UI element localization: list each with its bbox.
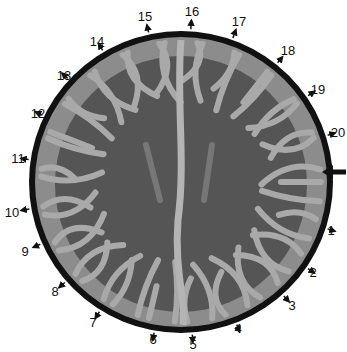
gyrus <box>104 256 140 299</box>
gyrus <box>248 103 296 128</box>
callout-number: 14 <box>90 35 104 48</box>
gyrus <box>262 138 313 150</box>
callout-number: 10 <box>5 206 19 219</box>
gyrus <box>215 272 225 315</box>
gyrus <box>149 286 157 318</box>
callout-arrows <box>21 20 336 343</box>
callout-number: 12 <box>31 107 45 120</box>
gyrus <box>75 245 123 274</box>
callout-number: 2 <box>309 266 316 279</box>
callout-number: 9 <box>21 245 28 258</box>
callout-number: 7 <box>89 316 96 329</box>
callout-number: 16 <box>185 5 199 18</box>
callout-number: 3 <box>288 299 295 312</box>
gyrus <box>42 167 75 178</box>
callout-number: 1 <box>327 224 334 237</box>
gyrus <box>50 132 92 148</box>
callout-arrow <box>21 209 30 211</box>
callout-arrow <box>278 57 283 63</box>
callout-number: 6 <box>149 333 156 346</box>
callout-number: 4 <box>234 322 241 335</box>
callout-arrow <box>147 25 149 33</box>
skull-outline <box>29 31 333 333</box>
callout-arrow <box>59 282 65 287</box>
gyrus <box>195 44 202 101</box>
gyrus <box>55 228 102 243</box>
callout-number: 20 <box>331 126 345 139</box>
gyrus <box>138 260 158 315</box>
callout-number: 19 <box>311 83 325 96</box>
gyrus <box>261 167 320 185</box>
gyrus <box>216 55 239 111</box>
callout-number: 5 <box>189 338 196 351</box>
callout-number: 15 <box>138 10 152 23</box>
callout-number: 11 <box>11 152 25 165</box>
callout-arrow <box>284 296 289 302</box>
gyrus <box>279 212 316 219</box>
gyrus <box>68 99 104 118</box>
gyrus <box>233 75 271 116</box>
ventricle <box>204 145 212 200</box>
callout-number: 13 <box>57 69 71 82</box>
cortex <box>35 37 327 327</box>
midline <box>177 40 183 325</box>
gyrus <box>95 72 135 110</box>
callout-number: 18 <box>281 44 295 57</box>
gyrus <box>281 179 321 185</box>
callout-number: 17 <box>232 15 246 28</box>
callout-arrow <box>190 20 192 29</box>
gyrus <box>128 53 158 96</box>
callout-arrow <box>33 244 40 247</box>
gyrus <box>262 191 320 201</box>
pointer-arrow <box>332 170 346 175</box>
callout-arrow <box>233 29 236 37</box>
gyrus <box>193 265 212 319</box>
gyrus <box>43 199 90 208</box>
pointer-arrowhead <box>322 165 333 179</box>
callout-number: 8 <box>51 285 58 298</box>
ventricle <box>146 145 160 200</box>
